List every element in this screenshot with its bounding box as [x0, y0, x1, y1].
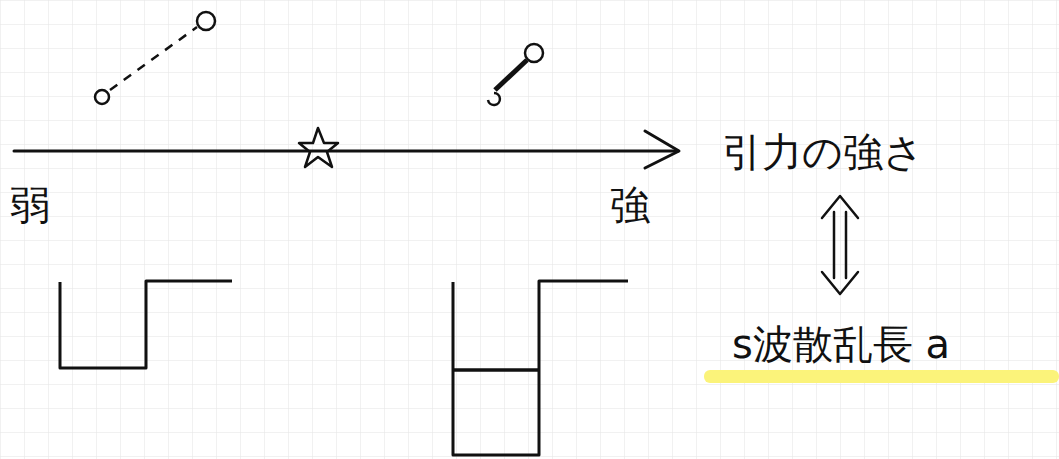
equivalence-arrow — [822, 196, 858, 294]
strong-label: 強 — [610, 183, 650, 227]
axis-title: 引力の強さ — [722, 130, 924, 174]
weak-pair-molecule — [95, 12, 215, 104]
highlighter-mark — [704, 370, 1059, 383]
deep-square-well — [453, 281, 628, 455]
shallow-square-well — [60, 281, 232, 368]
scattering-length-label: s波散乱長 a — [732, 322, 950, 366]
axis-arrow — [14, 131, 679, 168]
weak-label: 弱 — [10, 183, 50, 227]
strong-pair-molecule — [488, 44, 543, 105]
star-mark — [299, 128, 338, 167]
